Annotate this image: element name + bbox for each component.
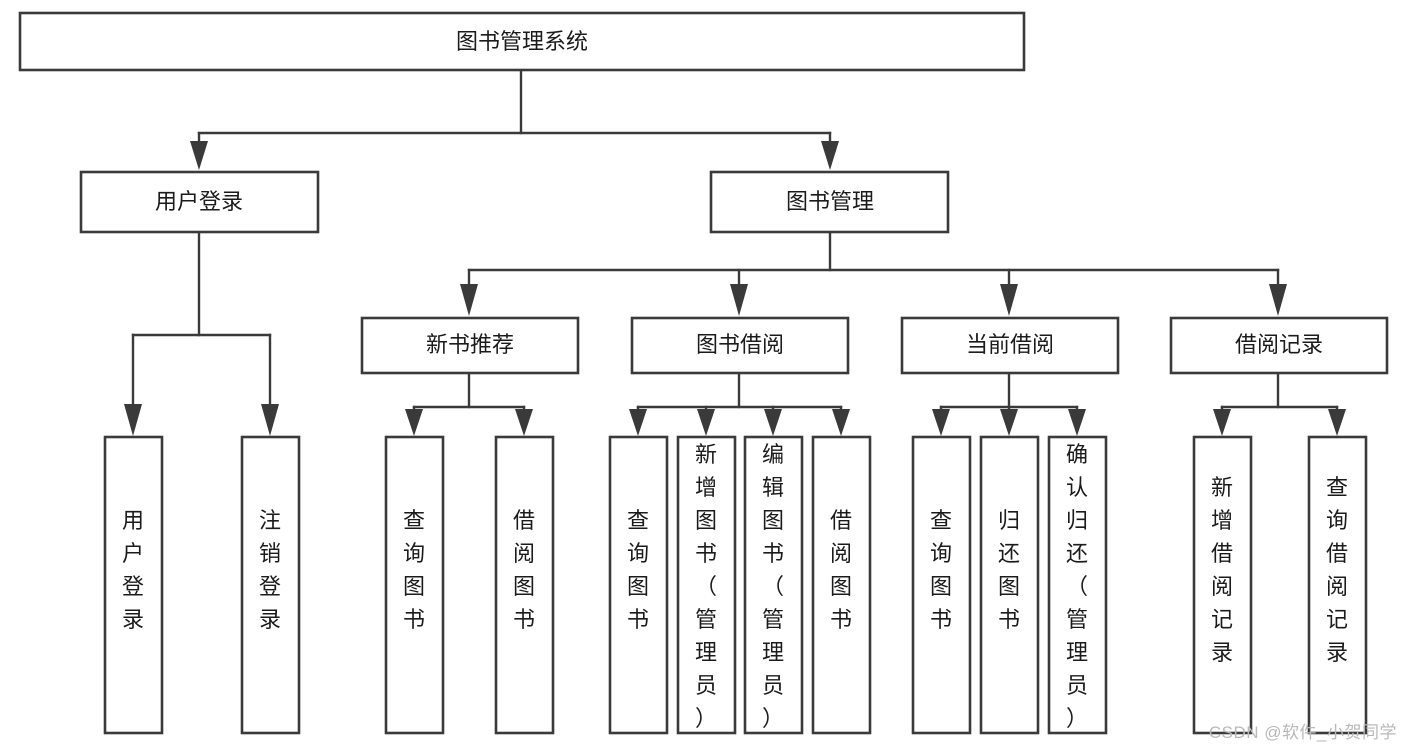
- node-leaf-confirm-return-label: 确认归还（管理员）: [1066, 442, 1088, 731]
- node-book-borrow[interactable]: 图书借阅: [630, 316, 850, 375]
- arrowhead-leaf-1: [124, 404, 142, 436]
- arrowhead-leaf-5: [629, 409, 647, 436]
- arrowhead-leaf-4: [515, 409, 533, 436]
- node-leaf-query-book-3-label: 查询图书: [930, 508, 952, 632]
- node-root-box[interactable]: [18, 11, 1026, 72]
- node-leaf-logout-box[interactable]: [240, 435, 301, 735]
- node-leaf-query-book-2-label: 查询图书: [627, 508, 649, 632]
- node-leaf-edit-book[interactable]: 编辑图书（管理员）: [743, 435, 804, 735]
- node-leaf-return-book[interactable]: 归还图书: [979, 435, 1040, 735]
- node-current-borrow-label: 当前借阅: [966, 332, 1054, 357]
- connector-root-to-level2: [190, 68, 839, 170]
- node-book-management[interactable]: 图书管理: [709, 170, 950, 234]
- node-leaf-query-book-3-box[interactable]: [911, 435, 972, 735]
- arrowhead-leaf-11: [1068, 409, 1086, 436]
- arrowhead-leaf-3: [405, 409, 423, 436]
- node-root-label: 图书管理系统: [456, 29, 588, 54]
- node-leaf-add-book-label: 新增图书（管理员）: [695, 442, 717, 731]
- arrowhead-leaf-7: [764, 409, 782, 436]
- arrowhead-leaf-12: [1213, 409, 1231, 436]
- arrowhead-records: [1269, 284, 1287, 316]
- arrowhead-borrow: [730, 284, 748, 316]
- node-leaf-query-book-3[interactable]: 查询图书: [911, 435, 972, 735]
- node-leaf-add-record[interactable]: 新增借阅记录: [1192, 435, 1253, 735]
- node-leaf-logout-label: 注销登录: [259, 508, 281, 632]
- node-current-borrow-box[interactable]: [900, 316, 1120, 375]
- node-leaf-query-book-1-box[interactable]: [384, 435, 445, 735]
- node-leaf-query-record[interactable]: 查询借阅记录: [1307, 435, 1368, 735]
- arrowhead-current: [1000, 284, 1018, 316]
- connector-newbook-to-leaves: [405, 371, 533, 436]
- node-new-book-recommend-label: 新书推荐: [426, 332, 514, 357]
- arrowhead-user-login: [190, 141, 208, 170]
- arrowhead-leaf-2: [261, 404, 279, 436]
- node-leaf-query-record-box[interactable]: [1307, 435, 1368, 735]
- node-leaf-borrow-book-2-box[interactable]: [811, 435, 872, 735]
- node-leaf-borrow-book-1-box[interactable]: [494, 435, 555, 735]
- connector-bookmgmt-to-level3: [460, 230, 1287, 316]
- node-leaf-add-record-box[interactable]: [1192, 435, 1253, 735]
- node-new-book-recommend[interactable]: 新书推荐: [360, 316, 580, 375]
- node-leaf-logout[interactable]: 注销登录: [240, 435, 301, 735]
- connector-userlogin-to-leaves: [124, 230, 279, 436]
- node-leaf-add-book-box[interactable]: [676, 435, 737, 735]
- arrowhead-leaf-6: [697, 409, 715, 436]
- node-current-borrow[interactable]: 当前借阅: [900, 316, 1120, 375]
- node-new-book-recommend-box[interactable]: [360, 316, 580, 375]
- node-leaf-query-book-2-box[interactable]: [608, 435, 669, 735]
- node-leaf-borrow-book-2-label: 借阅图书: [830, 508, 852, 632]
- node-leaf-return-book-label: 归还图书: [998, 508, 1020, 632]
- node-leaf-add-record-label: 新增借阅记录: [1211, 475, 1233, 665]
- node-leaf-add-book[interactable]: 新增图书（管理员）: [676, 435, 737, 735]
- connector-current-to-leaves: [932, 371, 1086, 436]
- connector-borrow-to-leaves: [629, 371, 850, 436]
- node-book-borrow-box[interactable]: [630, 316, 850, 375]
- arrowhead-book-mgmt: [821, 141, 839, 170]
- node-leaf-confirm-return-box[interactable]: [1047, 435, 1108, 735]
- node-borrow-records[interactable]: 借阅记录: [1169, 316, 1389, 375]
- node-borrow-records-label: 借阅记录: [1235, 332, 1323, 357]
- arrowhead-leaf-9: [932, 409, 950, 436]
- arrowhead-newbook: [460, 284, 478, 316]
- node-book-management-label: 图书管理: [786, 189, 874, 214]
- node-leaf-borrow-book-1-label: 借阅图书: [513, 508, 535, 632]
- arrowhead-leaf-10: [1000, 409, 1018, 436]
- connector-records-to-leaves: [1213, 371, 1346, 436]
- node-book-management-box[interactable]: [709, 170, 950, 234]
- node-user-login[interactable]: 用户登录: [79, 170, 320, 234]
- arrowhead-leaf-8: [832, 409, 850, 436]
- node-leaf-query-book-1-label: 查询图书: [403, 508, 425, 632]
- csdn-watermark: CSDN @软件_小贺同学: [1208, 723, 1397, 742]
- node-leaf-query-book-2[interactable]: 查询图书: [608, 435, 669, 735]
- node-leaf-user-login-label: 用户登录: [122, 508, 144, 632]
- node-user-login-box[interactable]: [79, 170, 320, 234]
- node-leaf-borrow-book-2[interactable]: 借阅图书: [811, 435, 872, 735]
- node-leaf-edit-book-box[interactable]: [743, 435, 804, 735]
- node-leaf-query-book-1[interactable]: 查询图书: [384, 435, 445, 735]
- node-leaf-borrow-book-1[interactable]: 借阅图书: [494, 435, 555, 735]
- node-book-borrow-label: 图书借阅: [696, 332, 784, 357]
- node-root[interactable]: 图书管理系统: [18, 11, 1026, 72]
- node-leaf-user-login[interactable]: 用户登录: [103, 435, 164, 735]
- node-leaf-edit-book-label: 编辑图书（管理员）: [762, 442, 784, 731]
- node-leaf-return-book-box[interactable]: [979, 435, 1040, 735]
- node-user-login-label: 用户登录: [155, 189, 243, 214]
- node-borrow-records-box[interactable]: [1169, 316, 1389, 375]
- node-leaf-query-record-label: 查询借阅记录: [1326, 475, 1348, 665]
- node-leaf-user-login-box[interactable]: [103, 435, 164, 735]
- arrowhead-leaf-13: [1328, 409, 1346, 436]
- node-leaf-confirm-return[interactable]: 确认归还（管理员）: [1047, 435, 1108, 735]
